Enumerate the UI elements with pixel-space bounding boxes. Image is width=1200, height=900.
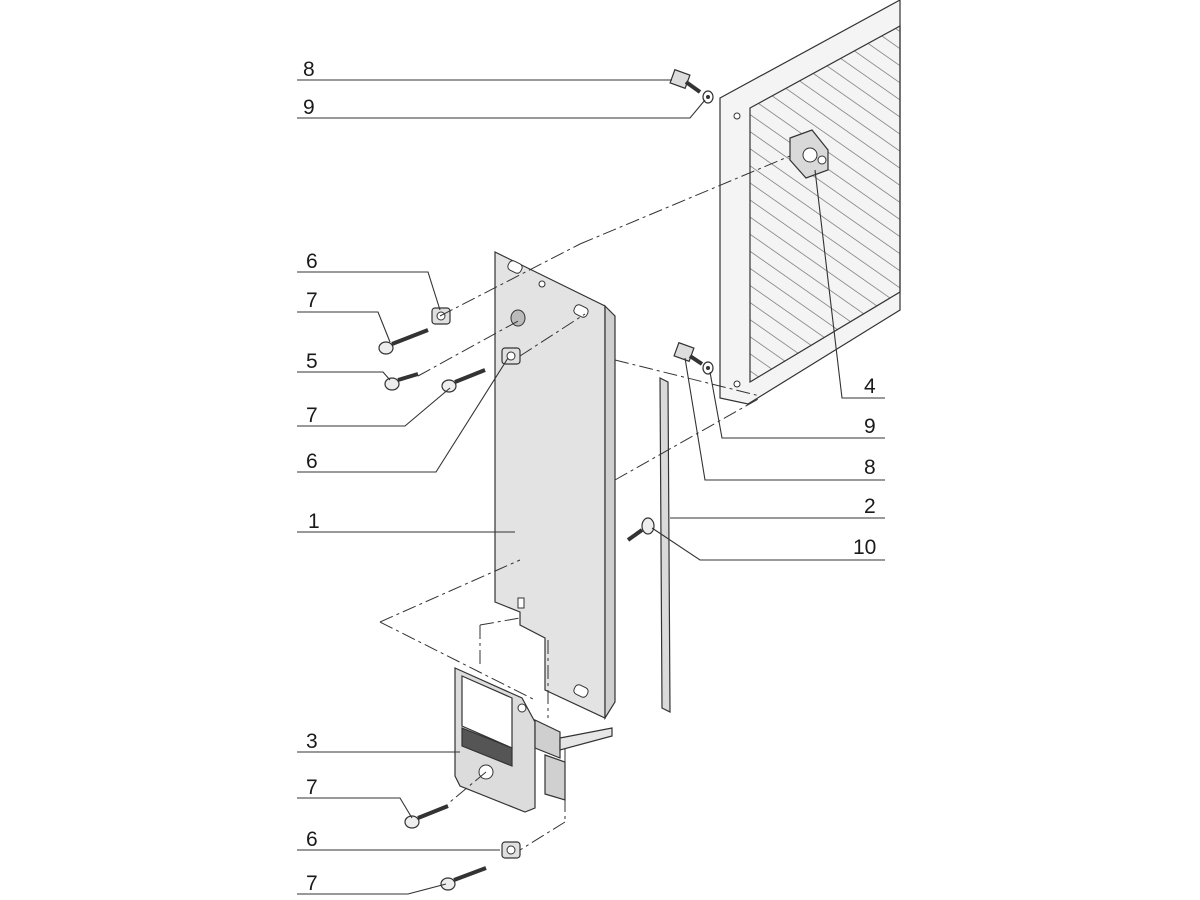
callout-label: 6 bbox=[306, 450, 318, 473]
screw-countersunk bbox=[384, 372, 419, 391]
seal-strip bbox=[659, 377, 671, 713]
assembly-lines bbox=[379, 155, 791, 851]
callout-label: 8 bbox=[864, 456, 876, 479]
mounting-bracket bbox=[789, 129, 829, 179]
screw-lower bbox=[404, 804, 449, 829]
callout-label: 7 bbox=[306, 872, 318, 895]
mounting-plate bbox=[494, 251, 616, 721]
cage-nut-mid bbox=[501, 347, 521, 365]
callout-label: 1 bbox=[308, 510, 320, 533]
callout-label: 9 bbox=[303, 96, 315, 119]
latch-handle bbox=[454, 667, 613, 813]
callout-label: 6 bbox=[306, 828, 318, 851]
callout-label: 6 bbox=[306, 250, 318, 273]
callout-label: 5 bbox=[306, 350, 318, 373]
callout-label: 10 bbox=[853, 536, 876, 559]
screw-bottom bbox=[440, 866, 487, 891]
callout-label: 2 bbox=[864, 495, 876, 518]
callouts-left: 8 9 6 7 5 7 6 1 3 7 6 7 bbox=[303, 58, 320, 895]
screw-right bbox=[673, 341, 704, 366]
callout-label: 7 bbox=[306, 404, 318, 427]
screw-upper-left bbox=[378, 328, 429, 355]
washer-top bbox=[702, 90, 714, 104]
screw-top bbox=[669, 68, 702, 94]
callout-label: 7 bbox=[306, 289, 318, 312]
leader-lines bbox=[297, 79, 885, 895]
screw-mid bbox=[441, 368, 486, 393]
front-panel bbox=[719, 0, 901, 405]
callouts-right: 4 9 8 2 10 bbox=[853, 375, 876, 559]
callout-label: 7 bbox=[306, 776, 318, 799]
cage-nut-lower bbox=[501, 841, 521, 859]
callout-label: 3 bbox=[306, 730, 318, 753]
callout-label: 4 bbox=[864, 375, 876, 398]
callout-label: 8 bbox=[303, 58, 315, 81]
screw-side bbox=[626, 517, 655, 542]
callout-label: 9 bbox=[864, 415, 876, 438]
washer-right bbox=[702, 361, 714, 375]
